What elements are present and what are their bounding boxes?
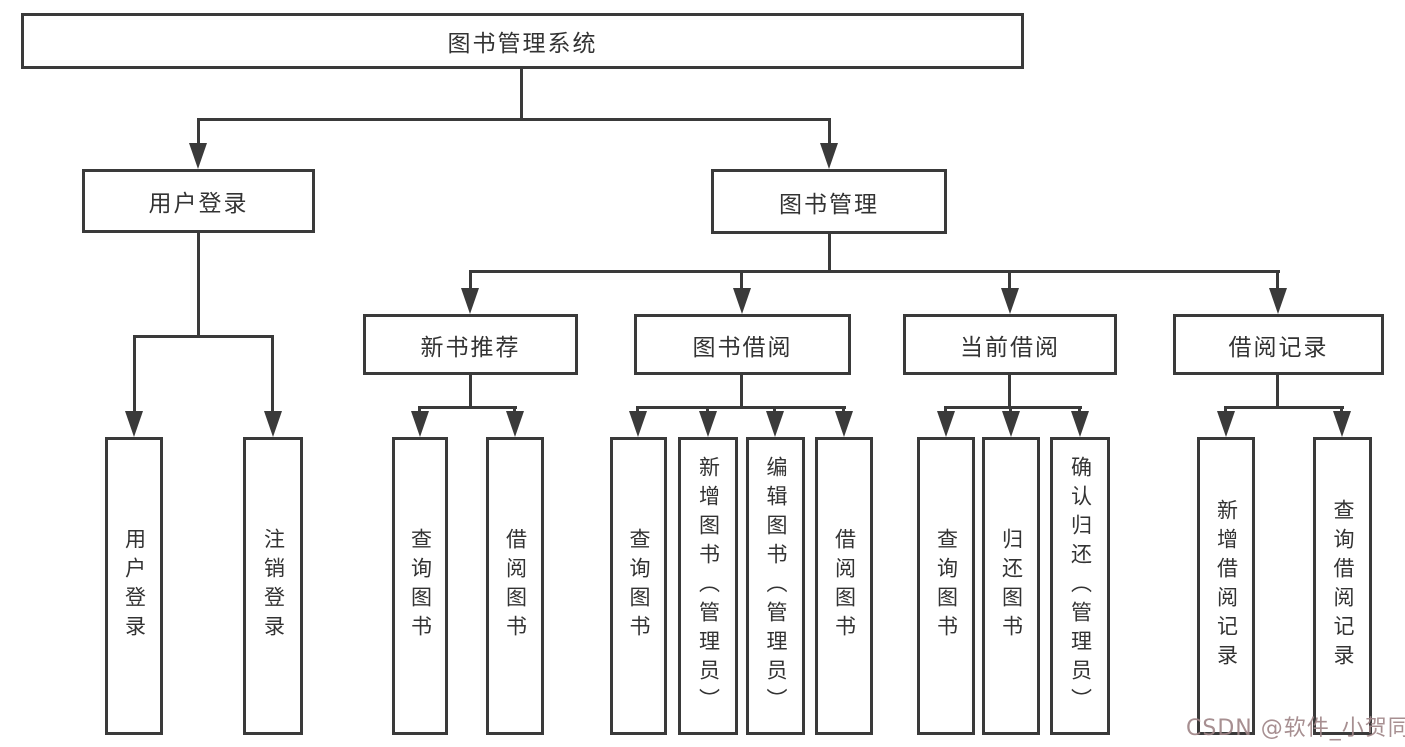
node-current-borrow: 当前借阅 (903, 314, 1117, 375)
arrowhead-current-leaf2 (1002, 411, 1020, 437)
connector-records-stem (1276, 375, 1279, 406)
connector-borrow-drop (740, 270, 743, 292)
node-book-borrow: 图书借阅 (634, 314, 851, 375)
arrowhead-records-leaf1 (1217, 411, 1235, 437)
leaf-return-books-label: 归还图书 (999, 528, 1024, 644)
node-new-book-recommend: 新书推荐 (363, 314, 578, 375)
arrowhead-user-login (189, 143, 207, 169)
connector-records-drop (1276, 270, 1279, 292)
connector-login-leaf2-drop (271, 335, 274, 415)
leaf-borrow-query-books: 查询图书 (610, 437, 667, 735)
leaf-borrow-books-label: 借阅图书 (832, 528, 857, 644)
connector-user-login-drop (197, 118, 200, 148)
leaf-confirm-return-admin-label: 确认归还（管理员） (1068, 455, 1093, 717)
leaf-query-borrow-record: 查询借阅记录 (1313, 437, 1372, 735)
connector-login-leaf1-drop (133, 335, 136, 415)
connector-level3-rail (469, 270, 1280, 273)
leaf-add-borrow-record: 新增借阅记录 (1197, 437, 1255, 735)
connector-borrow-stem (740, 375, 743, 406)
leaf-add-borrow-record-label: 新增借阅记录 (1214, 499, 1239, 673)
arrowhead-borrow-leaf3 (766, 411, 784, 437)
node-book-management-label: 图书管理 (779, 191, 879, 218)
arrowhead-recommend-leaf2 (506, 411, 524, 437)
node-user-login-label: 用户登录 (148, 191, 249, 217)
arrowhead-login-leaf2 (264, 411, 282, 437)
connector-recommend-drop (469, 270, 472, 292)
arrowhead-borrow (733, 288, 751, 314)
arrowhead-borrow-leaf1 (629, 411, 647, 437)
arrowhead-recommend-leaf1 (411, 411, 429, 437)
leaf-current-query-books: 查询图书 (917, 437, 975, 735)
connector-current-rail (945, 406, 1082, 409)
connector-book-mgmt-drop (828, 118, 831, 148)
leaf-logout: 注销登录 (243, 437, 303, 735)
arrowhead-current-leaf1 (937, 411, 955, 437)
connector-mgmt-stem (828, 234, 831, 270)
leaf-current-query-books-label: 查询图书 (934, 528, 959, 644)
arrowhead-login-leaf1 (125, 411, 143, 437)
leaf-confirm-return-admin: 确认归还（管理员） (1050, 437, 1110, 735)
connector-recommend-rail (419, 406, 517, 409)
connector-borrow-rail (637, 406, 846, 409)
node-borrow-records: 借阅记录 (1173, 314, 1384, 375)
arrowhead-records (1269, 288, 1287, 314)
connector-login-stem (197, 233, 200, 335)
arrowhead-borrow-leaf2 (699, 411, 717, 437)
root-node-label: 图书管理系统 (447, 31, 598, 57)
leaf-recommend-borrow-books-label: 借阅图书 (503, 528, 528, 644)
node-new-book-recommend-label: 新书推荐 (420, 334, 521, 361)
arrowhead-borrow-leaf4 (835, 411, 853, 437)
leaf-borrow-books: 借阅图书 (815, 437, 873, 735)
node-book-borrow-label: 图书借阅 (692, 334, 793, 361)
connector-current-drop (1008, 270, 1011, 292)
leaf-return-books: 归还图书 (982, 437, 1040, 735)
leaf-add-book-admin-label: 新增图书（管理员） (696, 455, 721, 717)
leaf-edit-book-admin: 编辑图书（管理员） (746, 437, 805, 735)
connector-recommend-stem (469, 375, 472, 406)
leaf-user-login: 用户登录 (105, 437, 163, 735)
arrowhead-recommend (461, 288, 479, 314)
leaf-edit-book-admin-label: 编辑图书（管理员） (764, 455, 789, 717)
arrowhead-current-leaf3 (1071, 411, 1089, 437)
csdn-watermark: CSDN @软件_小贺同学 (1186, 716, 1405, 741)
connector-login-rail (133, 335, 274, 338)
leaf-add-book-admin: 新增图书（管理员） (678, 437, 738, 735)
arrowhead-book-mgmt (820, 143, 838, 169)
leaf-borrow-query-books-label: 查询图书 (627, 528, 652, 644)
leaf-user-login-label: 用户登录 (122, 528, 147, 644)
arrowhead-current (1001, 288, 1019, 314)
leaf-recommend-query-books: 查询图书 (392, 437, 448, 735)
connector-records-rail (1225, 406, 1344, 409)
leaf-recommend-query-books-label: 查询图书 (408, 528, 433, 644)
node-current-borrow-label: 当前借阅 (960, 334, 1060, 361)
node-user-login: 用户登录 (82, 169, 315, 233)
node-book-management: 图书管理 (711, 169, 947, 234)
arrowhead-records-leaf2 (1333, 411, 1351, 437)
connector-root-stem (520, 69, 523, 118)
leaf-query-borrow-record-label: 查询借阅记录 (1331, 499, 1356, 673)
root-node-library-system: 图书管理系统 (21, 13, 1024, 69)
leaf-recommend-borrow-books: 借阅图书 (486, 437, 544, 735)
connector-level2-rail (197, 118, 831, 121)
connector-current-stem (1008, 375, 1011, 406)
node-borrow-records-label: 借阅记录 (1228, 334, 1329, 361)
leaf-logout-label: 注销登录 (261, 528, 286, 644)
